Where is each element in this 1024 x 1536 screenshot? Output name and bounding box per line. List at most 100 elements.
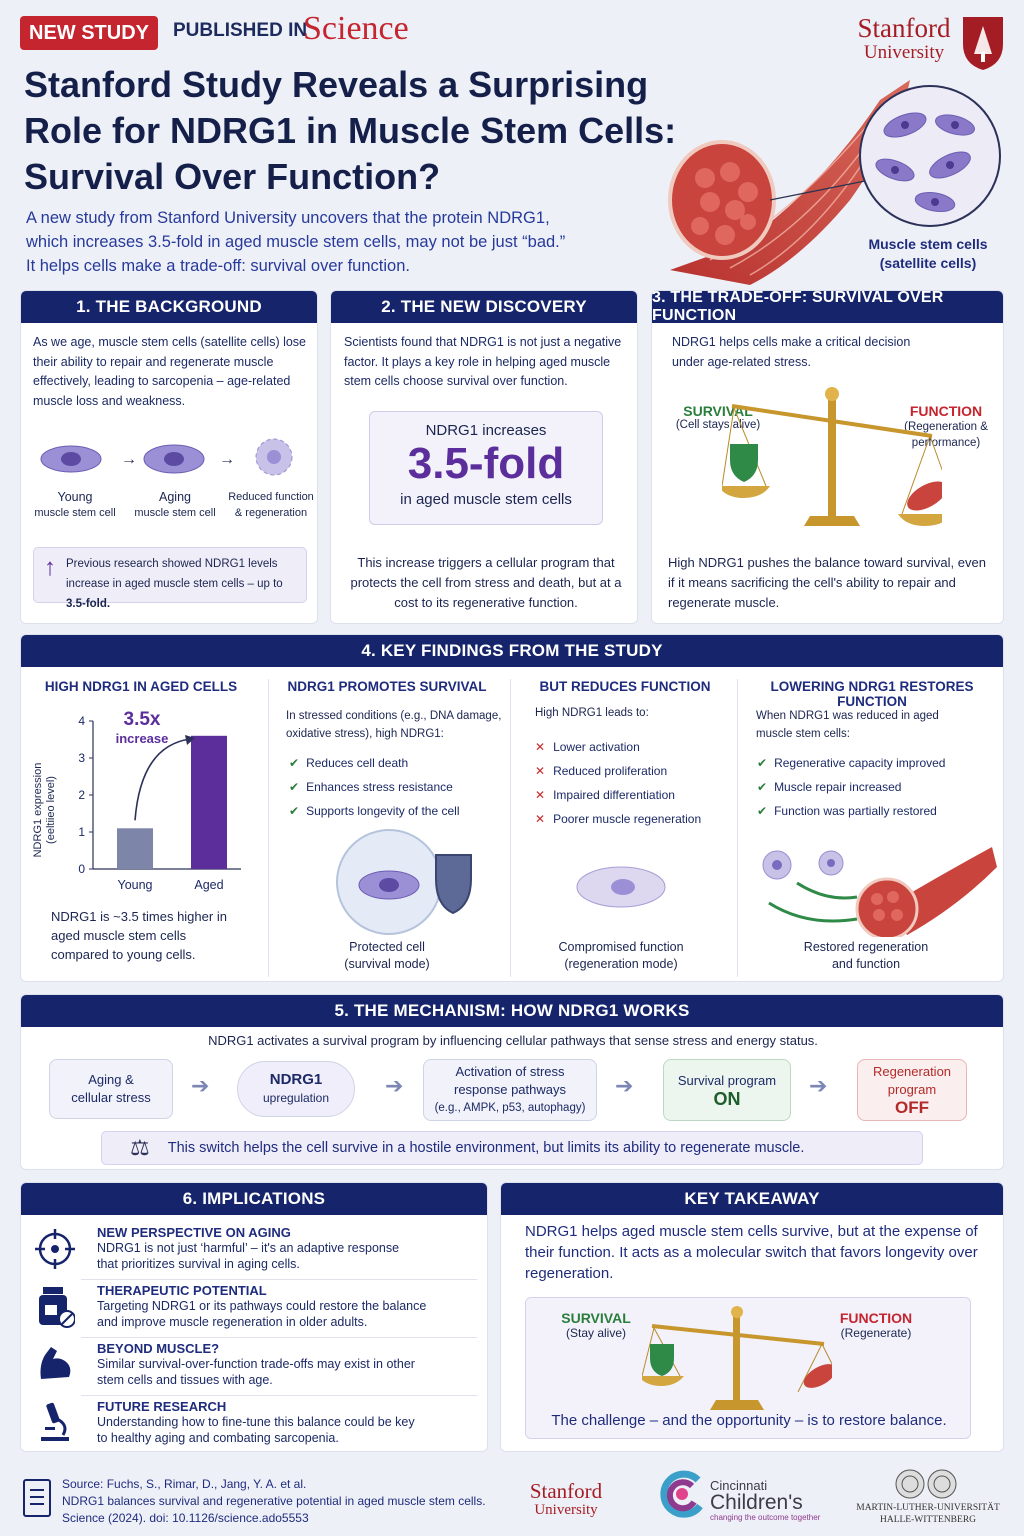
restored-muscle-icon	[762, 847, 997, 937]
implication-desc-2: that prioritizes survival in aging cells…	[97, 1257, 300, 1271]
logo-line2: University	[863, 42, 945, 63]
check-icon: ✔	[757, 780, 768, 794]
function-loss-item: ✕Reduced proliferation	[535, 759, 701, 783]
implication-desc-1: NDRG1 is not just ‘harmful’ – it's an ad…	[97, 1241, 400, 1255]
arrow-right-icon: ➔	[191, 1073, 210, 1098]
source-citation: Source: Fuchs, S., Rimar, D., Jang, Y. A…	[62, 1476, 486, 1527]
hero-caption-line1: Muscle stem cells	[868, 236, 988, 252]
published-in-label: PUBLISHED IN	[173, 20, 308, 41]
document-icon	[23, 1479, 51, 1517]
cell-aging-icon: → →	[40, 438, 293, 476]
function-title: FUNCTION	[909, 403, 983, 419]
cincinnati-line2: Children's	[710, 1491, 803, 1514]
fold-box: NDRG1 increases 3.5-fold in aged muscle …	[369, 411, 603, 525]
step3-line1: Activation of stress	[455, 1064, 565, 1079]
new-study-badge: NEW STUDY	[20, 16, 158, 50]
section-takeaway-title: KEY TAKEAWAY	[501, 1183, 1003, 1215]
stanford-logo: Stanford University	[852, 14, 956, 64]
check-icon: ✔	[757, 756, 768, 770]
flexed-bicep-icon	[40, 1347, 71, 1379]
mechanism-intro: NDRG1 activates a survival program by in…	[208, 1033, 818, 1048]
col3-cap2: (regeneration mode)	[564, 957, 678, 971]
hero-caption: Muscle stem cells (satellite cells)	[848, 235, 1008, 273]
takeaway-function-title: FUNCTION	[839, 1310, 913, 1326]
mlu-line1: MARTIN-LUTHER-UNIVERSITÄT	[856, 1503, 1000, 1513]
check-icon: ✔	[289, 756, 300, 770]
takeaway-box: SURVIVAL(Stay alive) FUNCTION(Regenerate…	[525, 1297, 971, 1439]
reduced-label-2: & regeneration	[234, 507, 308, 519]
y-tick-label: 0	[78, 862, 85, 876]
young-label-1: Young	[57, 490, 93, 504]
discovery-body: Scientists found that NDRG1 is not just …	[344, 335, 622, 388]
discovery-footer: This increase triggers a cellular progra…	[350, 555, 622, 610]
section-findings-title: 4. KEY FINDINGS FROM THE STUDY	[21, 635, 1003, 667]
y-tick-label: 1	[78, 825, 85, 839]
col2-intro: In stressed conditions (e.g., DNA damage…	[286, 710, 502, 740]
section-background: 1. THE BACKGROUND As we age, muscle stem…	[20, 290, 318, 624]
reduced-label: Reduced function& regeneration	[221, 489, 321, 521]
restore-item-text: Function was partially restored	[774, 804, 937, 818]
intro-text: A new study from Stanford University unc…	[26, 206, 666, 278]
y-axis-label-text: NDRG1 expression(eeltiieo level)	[32, 750, 58, 870]
section-takeaway: KEY TAKEAWAY NDRG1 helps aged muscle ste…	[500, 1182, 1004, 1452]
step3-line3: (e.g., AMPK, p53, autophagy)	[434, 1102, 586, 1114]
restore-item-text: Muscle repair increased	[774, 780, 902, 794]
background-body: As we age, muscle stem cells (satellite …	[33, 335, 307, 408]
implication-title: THERAPEUTIC POTENTIAL	[97, 1283, 267, 1298]
aging-label-2: muscle stem cell	[134, 507, 216, 519]
title-line3: Survival Over Function?	[24, 156, 441, 197]
col1-note: NDRG1 is ~3.5 times higher in aged muscl…	[51, 909, 227, 962]
cincinnati-logo-text: Cincinnati Children's changing the outco…	[710, 1478, 820, 1522]
step4-line2: ON	[713, 1089, 741, 1109]
function-loss-list: ✕Lower activation ✕Reduced proliferation…	[535, 735, 701, 831]
scale-icon: ⚖	[130, 1135, 150, 1160]
svg-text:→: →	[219, 451, 235, 468]
section-background-title: 1. THE BACKGROUND	[21, 291, 317, 323]
col3-cap1: Compromised function	[558, 940, 684, 954]
step3-line2: response pathways	[453, 1082, 566, 1097]
col4-intro: When NDRG1 was reduced in aged muscle st…	[756, 710, 939, 740]
col3-title: BUT REDUCES FUNCTION	[539, 679, 711, 694]
section-mechanism: 5. THE MECHANISM: HOW NDRG1 WORKS NDRG1 …	[20, 994, 1004, 1170]
fold-box-value: 3.5-fold	[407, 439, 565, 488]
survival-item-text: Enhances stress resistance	[306, 780, 453, 794]
restore-item: ✔ Muscle repair increased	[757, 775, 945, 799]
divider	[81, 1337, 477, 1338]
survival-item: ✔Enhances stress resistance	[289, 775, 459, 799]
divider	[737, 679, 738, 977]
takeaway-survival-title: SURVIVAL	[561, 1310, 631, 1326]
stanford-shield-icon	[963, 17, 1003, 70]
survival-item-text: Supports longevity of the cell	[306, 804, 460, 818]
survival-sub: (Cell stays alive)	[675, 419, 761, 431]
y-axis-label: NDRG1 expression(eeltiieo level)	[32, 745, 57, 865]
note-bold: 3.5-fold.	[66, 598, 111, 610]
title-line2: Role for NDRG1 in Muscle Stem Cells:	[24, 110, 677, 151]
takeaway-body: NDRG1 helps aged muscle stem cells survi…	[525, 1223, 978, 1282]
divider	[510, 679, 511, 977]
intro-line3: It helps cells make a trade-off: surviva…	[26, 257, 410, 275]
implication-desc-1: Similar survival-over-function trade-off…	[97, 1357, 415, 1371]
survival-list: ✔Reduces cell death ✔Enhances stress res…	[289, 751, 459, 823]
section-findings: 4. KEY FINDINGS FROM THE STUDY HIGH NDRG…	[20, 634, 1004, 982]
takeaway-survival-label: SURVIVAL(Stay alive)	[548, 1310, 644, 1340]
logo-line1: Stanford	[857, 13, 951, 43]
col1-title: HIGH NDRG1 IN AGED CELLS	[44, 679, 238, 694]
title-line1: Stanford Study Reveals a Surprising	[24, 64, 649, 105]
previous-research-note: ↑ Previous research showed NDRG1 levels …	[33, 547, 307, 610]
step1-line1: Aging &	[88, 1072, 134, 1087]
intro-line2: which increases 3.5-fold in aged muscle …	[26, 233, 566, 251]
takeaway-function-sub: (Regenerate)	[840, 1326, 912, 1340]
implication-desc-1: Understanding how to fine-tune this bala…	[97, 1415, 415, 1429]
muscle-illustration	[668, 80, 1001, 285]
medicine-bottle-icon	[39, 1287, 75, 1328]
cincinnati-logo-icon	[660, 1470, 703, 1518]
mlu-logo-text: MARTIN-LUTHER-UNIVERSITÄT HALLE-WITTENBE…	[840, 1502, 1016, 1526]
increase-word: increase	[115, 731, 169, 746]
footer-stanford-logo: Stanford University	[520, 1480, 612, 1519]
implication-desc-1: Targeting NDRG1 or its pathways could re…	[97, 1299, 427, 1313]
target-icon	[35, 1229, 75, 1269]
